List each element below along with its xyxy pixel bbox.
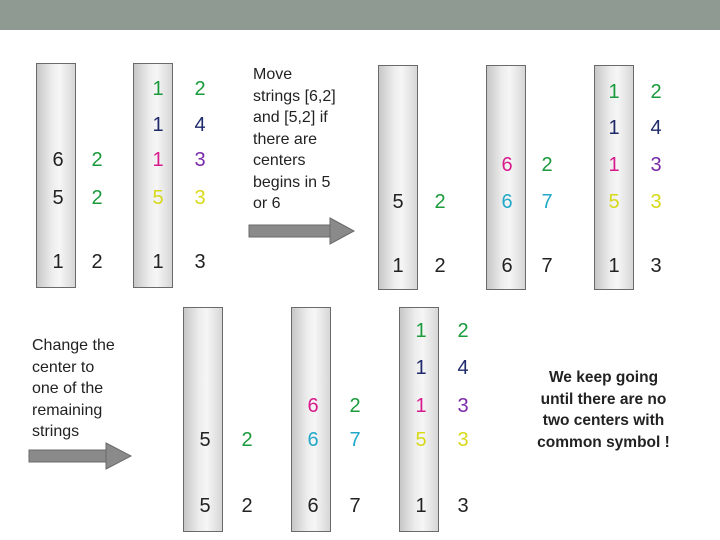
cell: 4 — [457, 357, 469, 379]
cell: 3 — [194, 251, 206, 273]
panel3-column-1 — [183, 307, 223, 532]
cell: 6 — [307, 395, 319, 417]
panel2-column-2 — [486, 65, 526, 290]
cell: 1 — [152, 78, 164, 100]
cell: 7 — [349, 495, 361, 517]
cell: 3 — [457, 429, 469, 451]
cell: 2 — [541, 154, 553, 176]
cell: 3 — [650, 191, 662, 213]
cell: 1 — [608, 255, 620, 277]
cell: 1 — [415, 357, 427, 379]
panel3-column-2 — [291, 307, 331, 532]
keep-going-caption: We keep going until there are no two cen… — [537, 369, 670, 451]
cell: 1 — [152, 251, 164, 273]
cell: 6 — [501, 255, 513, 277]
cell: 3 — [650, 154, 662, 176]
cell: 2 — [650, 81, 662, 103]
cell: 1 — [608, 154, 620, 176]
cell: 6 — [307, 495, 319, 517]
cell: 3 — [650, 255, 662, 277]
cell: 2 — [91, 251, 103, 273]
header-band — [0, 0, 720, 30]
cell: 4 — [650, 117, 662, 139]
cell: 1 — [152, 114, 164, 136]
panel1-column-2 — [133, 63, 173, 288]
cell: 5 — [199, 495, 211, 517]
cell: 5 — [199, 429, 211, 451]
right-arrow-icon — [248, 217, 356, 245]
cell: 3 — [457, 395, 469, 417]
cell: 5 — [608, 191, 620, 213]
cell: 7 — [349, 429, 361, 451]
cell: 2 — [194, 78, 206, 100]
panel2-column-1 — [378, 65, 418, 290]
cell: 3 — [194, 149, 206, 171]
cell: 1 — [52, 251, 64, 273]
cell: 1 — [415, 395, 427, 417]
move-caption: Move strings [6,2] and [5,2] if there ar… — [253, 66, 336, 212]
cell: 1 — [392, 255, 404, 277]
cell: 4 — [194, 114, 206, 136]
cell: 6 — [501, 191, 513, 213]
cell: 2 — [434, 191, 446, 213]
right-arrow-icon — [28, 442, 133, 470]
cell: 5 — [52, 187, 64, 209]
cell: 1 — [608, 81, 620, 103]
cell: 3 — [457, 495, 469, 517]
cell: 5 — [392, 191, 404, 213]
cell: 2 — [457, 320, 469, 342]
cell: 7 — [541, 191, 553, 213]
cell: 5 — [152, 187, 164, 209]
cell: 1 — [152, 149, 164, 171]
panel1-column-1 — [36, 63, 76, 288]
cell: 2 — [434, 255, 446, 277]
cell: 5 — [415, 429, 427, 451]
cell: 1 — [415, 495, 427, 517]
cell: 2 — [91, 149, 103, 171]
change-caption: Change the center to one of the remainin… — [32, 337, 115, 440]
cell: 6 — [52, 149, 64, 171]
cell: 2 — [91, 187, 103, 209]
panel3-column-3 — [399, 307, 439, 532]
cell: 2 — [349, 395, 361, 417]
cell: 6 — [501, 154, 513, 176]
cell: 3 — [194, 187, 206, 209]
cell: 2 — [241, 495, 253, 517]
cell: 1 — [415, 320, 427, 342]
cell: 7 — [541, 255, 553, 277]
panel2-column-3 — [594, 65, 634, 290]
cell: 1 — [608, 117, 620, 139]
cell: 6 — [307, 429, 319, 451]
cell: 2 — [241, 429, 253, 451]
